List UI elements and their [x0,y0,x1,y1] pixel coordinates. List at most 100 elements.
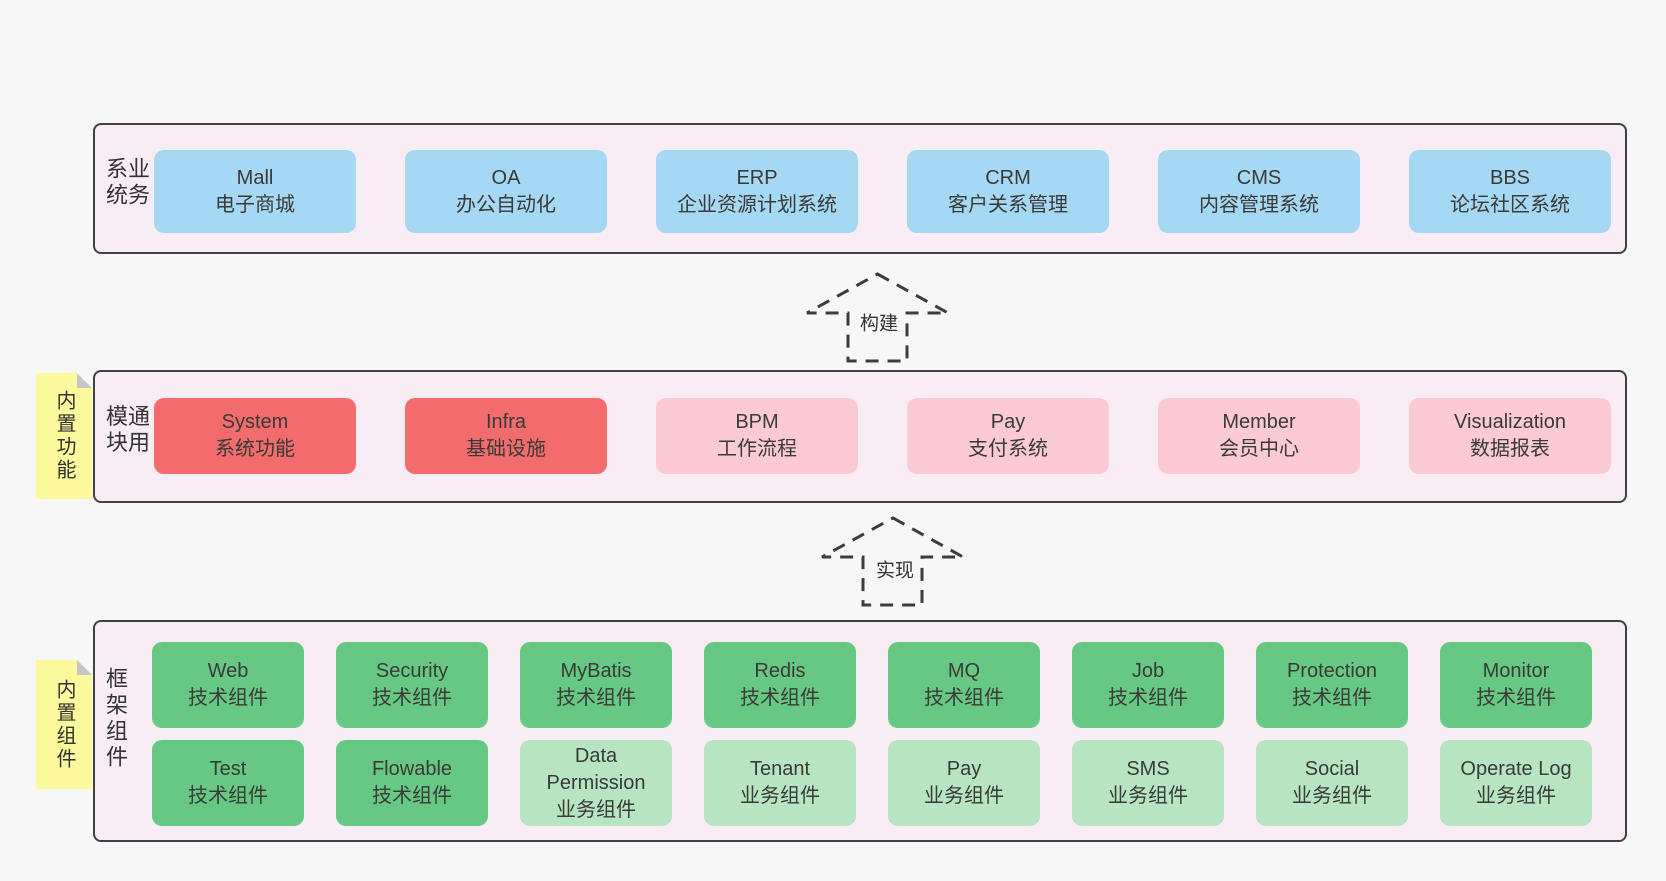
box-crm: CRM 客户关系管理 [907,150,1109,233]
box-title: Redis [754,660,806,682]
box-subtitle: 内容管理系统 [1199,193,1319,216]
box-subtitle: 支付系统 [968,438,1048,460]
box-title: System [221,411,289,433]
box-subtitle: 业务组件 [1292,785,1372,807]
box-subtitle: 业务组件 [924,785,1004,807]
box-title: Social [1304,758,1360,780]
box-title: Pay [990,411,1026,433]
box-pay-component: Pay 业务组件 [888,740,1040,826]
box-subtitle: 技术组件 [188,687,268,709]
box-subtitle: 企业资源计划系统 [677,193,837,216]
box-title: Web [207,660,249,682]
box-subtitle: 办公自动化 [456,193,556,216]
box-erp: ERP 企业资源计划系统 [656,150,858,233]
box-subtitle: 电子商城 [215,193,295,216]
box-protection: Protection 技术组件 [1256,642,1408,728]
box-mq: MQ 技术组件 [888,642,1040,728]
box-pay-system: Pay 支付系统 [907,398,1109,474]
folded-corner-icon [77,660,92,675]
box-title: Security [375,660,449,682]
box-cms: CMS 内容管理系统 [1158,150,1360,233]
box-title: Job [1131,660,1165,682]
box-subtitle: 系统功能 [215,438,295,460]
box-job: Job 技术组件 [1072,642,1224,728]
box-title: Mall [236,166,274,189]
box-infra: Infra 基础设施 [405,398,607,474]
box-title: Tenant [749,758,811,780]
box-bbs: BBS 论坛社区系统 [1409,150,1611,233]
box-subtitle: 论坛社区系统 [1450,193,1570,216]
box-operate-log: Operate Log 业务组件 [1440,740,1592,826]
band-business-systems: 业务系统 Mall 电子商城 OA 办公自动化 ERP 企业资源计划系统 CRM… [93,123,1627,254]
box-social: Social 业务组件 [1256,740,1408,826]
sticky-note-builtin-components: 内置组件 [36,660,92,789]
box-subtitle: 业务组件 [740,785,820,807]
box-subtitle: 技术组件 [372,687,452,709]
box-title: MyBatis [560,660,632,682]
box-title: ERP [736,166,778,189]
box-title: Protection [1286,660,1378,682]
box-title: Flowable [371,758,453,780]
box-visualization: Visualization 数据报表 [1409,398,1611,474]
box-security: Security 技术组件 [336,642,488,728]
sticky-label: 内置功能 [53,390,75,482]
box-mall: Mall 电子商城 [154,150,356,233]
box-monitor: Monitor 技术组件 [1440,642,1592,728]
band-label-modules: 通用模块 [103,404,150,457]
box-tenant: Tenant 业务组件 [704,740,856,826]
box-web: Web 技术组件 [152,642,304,728]
box-title: CRM [985,166,1031,189]
sticky-note-builtin-features: 内置功能 [36,373,92,499]
band-label-components: 框架组件 [103,667,128,771]
box-title: OA [491,166,521,189]
box-title: Pay [946,758,982,780]
box-title: SMS [1126,758,1170,780]
box-title: Monitor [1482,660,1550,682]
box-flowable: Flowable 技术组件 [336,740,488,826]
box-subtitle: 会员中心 [1219,438,1299,460]
box-title: CMS [1236,166,1282,189]
box-subtitle: 技术组件 [740,687,820,709]
box-sms: SMS 业务组件 [1072,740,1224,826]
box-system: System 系统功能 [154,398,356,474]
arrow-label-build: 构建 [855,307,903,337]
box-title: BPM [735,411,779,433]
box-subtitle: 技术组件 [188,785,268,807]
box-subtitle: 技术组件 [556,687,636,709]
box-mybatis: MyBatis 技术组件 [520,642,672,728]
up-arrow-dashed-icon [806,272,949,363]
folded-corner-icon [77,373,92,388]
box-title: Member [1222,411,1296,433]
box-subtitle: 技术组件 [1476,687,1556,709]
box-subtitle: 客户关系管理 [948,193,1068,216]
box-oa: OA 办公自动化 [405,150,607,233]
box-member: Member 会员中心 [1158,398,1360,474]
box-bpm: BPM 工作流程 [656,398,858,474]
box-subtitle: 数据报表 [1470,438,1550,460]
box-subtitle: 技术组件 [1292,687,1372,709]
box-subtitle: 技术组件 [1108,687,1188,709]
arrow-label-implement: 实现 [871,554,919,584]
box-subtitle: 工作流程 [717,438,797,460]
band-common-modules: 通用模块 System 系统功能 Infra 基础设施 BPM 工作流程 Pay… [93,370,1627,503]
band-framework-components: 框架组件 Web 技术组件 Security 技术组件 MyBatis 技术组件… [93,620,1627,842]
band-label-business: 业务系统 [103,156,150,209]
box-title: BBS [1489,166,1531,189]
up-arrow-dashed-icon [821,516,969,607]
box-subtitle: 技术组件 [924,687,1004,709]
box-title: MQ [947,660,981,682]
box-test: Test 技术组件 [152,740,304,826]
box-subtitle: 技术组件 [372,785,452,807]
box-title: Data Permission [546,744,646,794]
box-redis: Redis 技术组件 [704,642,856,728]
sticky-label: 内置组件 [53,678,75,771]
box-data-permission: Data Permission 业务组件 [520,740,672,826]
box-title: Test [209,758,247,780]
box-subtitle: 业务组件 [556,798,636,821]
box-title: Visualization [1454,411,1566,433]
box-title: Operate Log [1460,758,1572,780]
box-subtitle: 基础设施 [466,438,546,460]
box-title: Infra [485,411,527,433]
box-subtitle: 业务组件 [1476,785,1556,807]
box-subtitle: 业务组件 [1108,785,1188,807]
